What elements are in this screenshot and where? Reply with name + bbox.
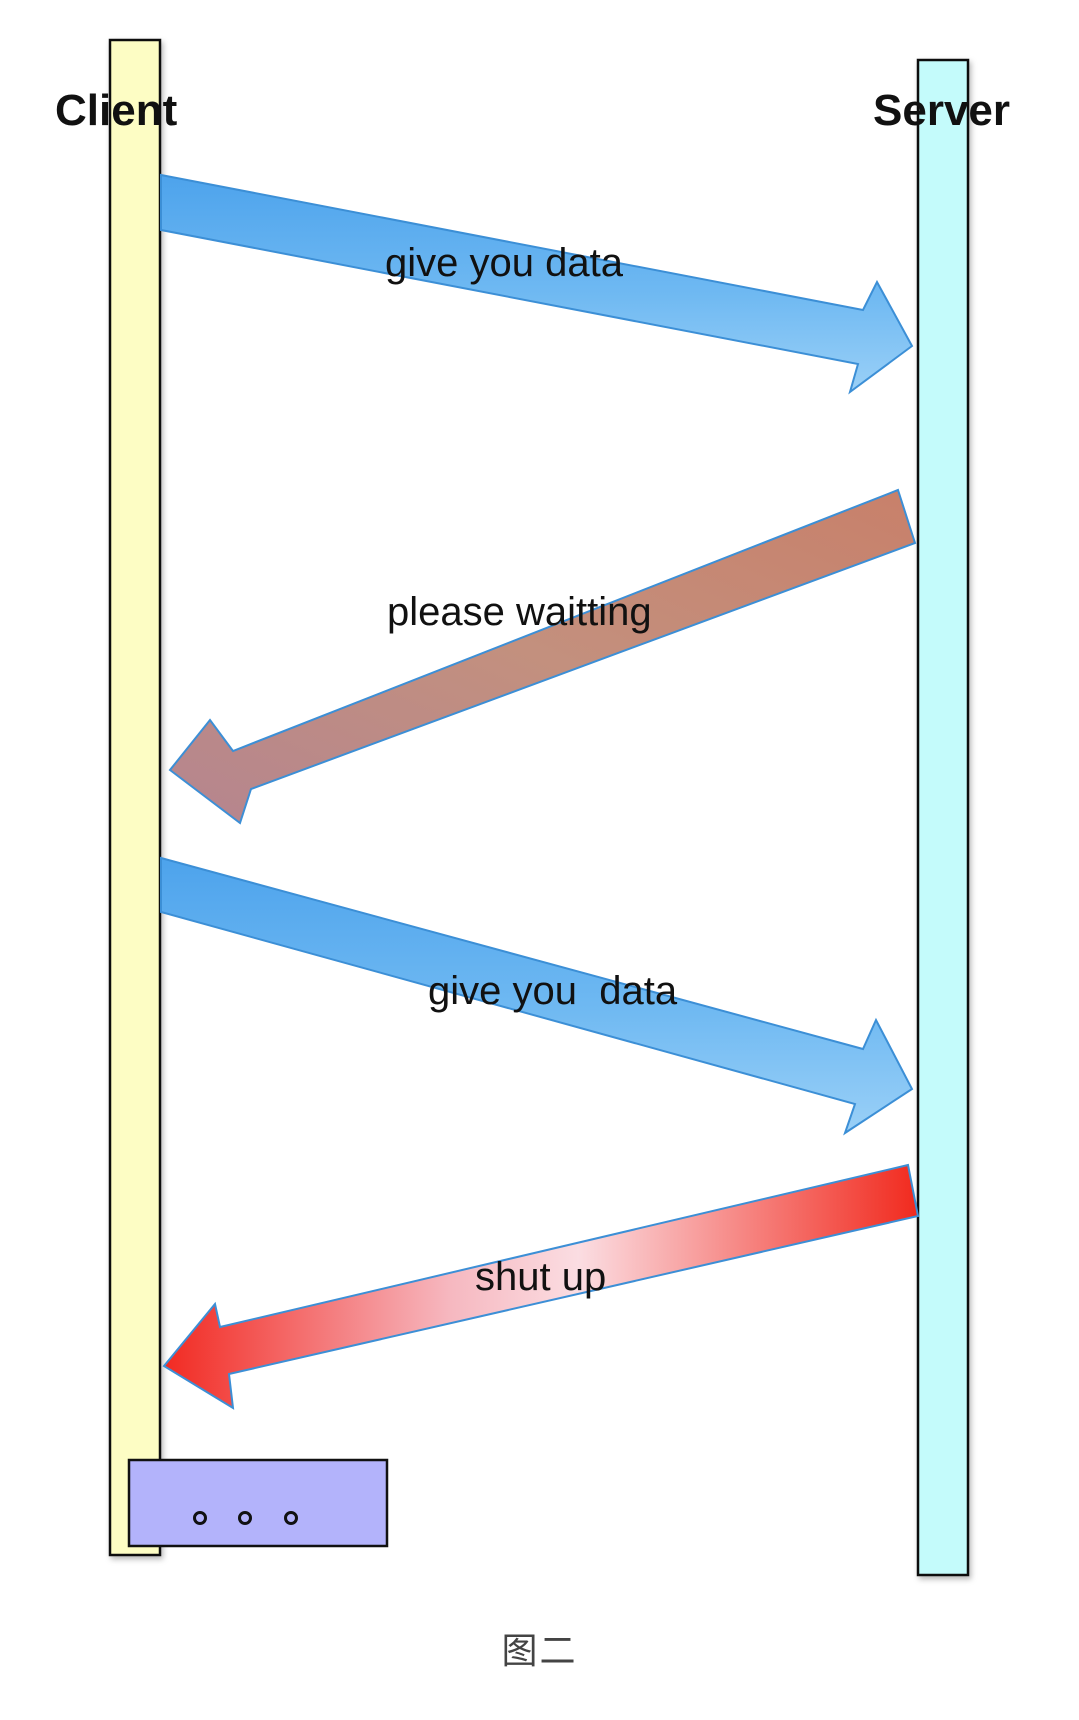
server-label: Server xyxy=(873,86,1010,135)
message-label-give-you-data-1: give you data xyxy=(385,241,624,285)
message-arrow-shut-up xyxy=(162,1163,920,1410)
figure-caption: 图二 xyxy=(501,1631,578,1672)
client-lifeline-bar xyxy=(108,38,162,1557)
client-label: Client xyxy=(55,86,178,135)
message-label-give-you-data-2: give you data xyxy=(428,969,678,1013)
server-lifeline xyxy=(916,58,970,1577)
continuation-box xyxy=(127,1458,389,1548)
message-label-please-waiting: please waitting xyxy=(387,590,652,634)
message-arrow-please-waiting xyxy=(168,488,917,825)
message-label-shut-up: shut up xyxy=(475,1255,606,1299)
continuation-box-rect xyxy=(127,1458,389,1548)
client-lifeline xyxy=(108,38,162,1557)
ellipsis-dot-1 xyxy=(193,1511,207,1525)
server-lifeline-bar xyxy=(916,58,970,1577)
ellipsis-dot-3 xyxy=(284,1511,298,1525)
message-arrow-give-you-data-1 xyxy=(160,173,914,395)
ellipsis-dot-2 xyxy=(238,1511,252,1525)
message-arrow-give-you-data-2 xyxy=(160,856,914,1136)
